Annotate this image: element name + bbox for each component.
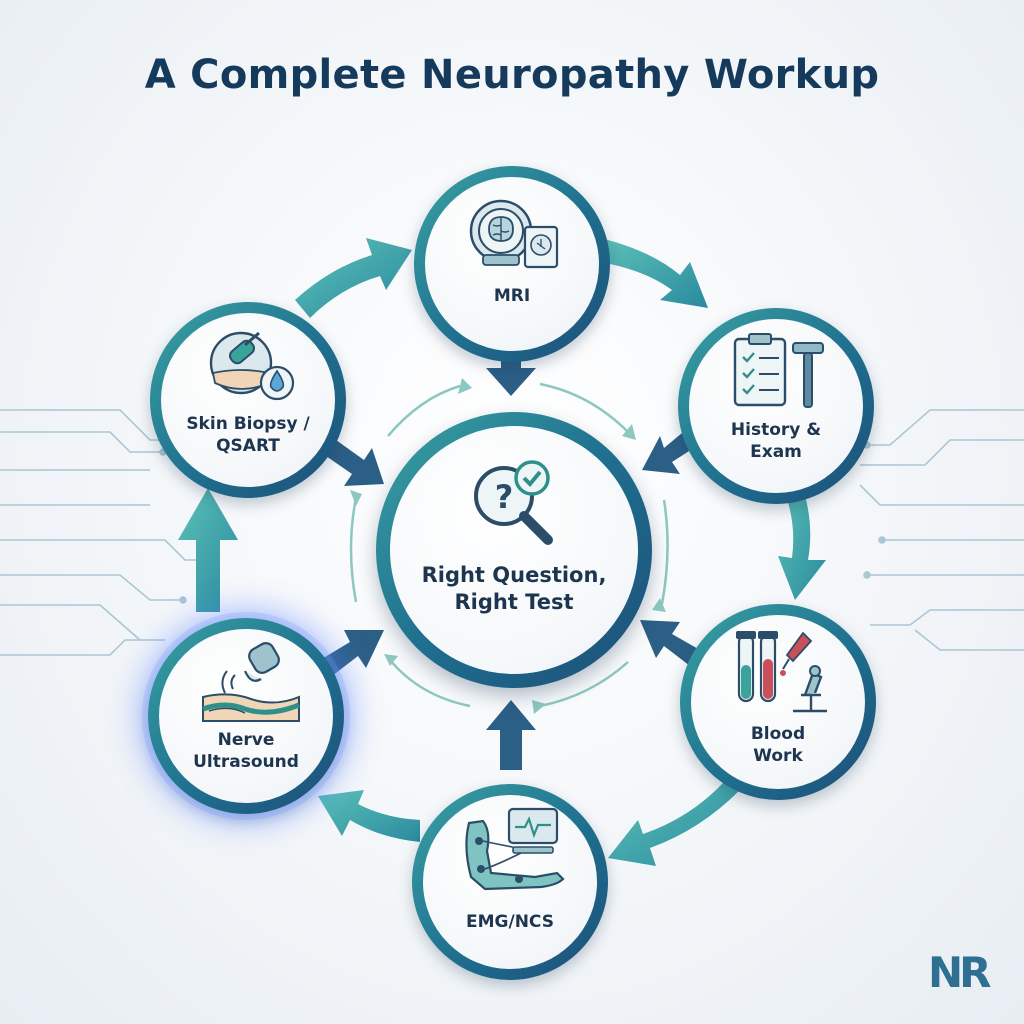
inward-arrows bbox=[320, 330, 700, 770]
arrow-mri-to-history bbox=[600, 238, 708, 308]
arrow-emg-to-center bbox=[486, 700, 536, 770]
svg-text:?: ? bbox=[495, 478, 514, 516]
inner-ring-heads bbox=[350, 378, 666, 714]
skin-biopsy-sweat-drop-icon bbox=[209, 331, 295, 401]
arrow-skin-to-center bbox=[326, 440, 384, 486]
cycle-arrows bbox=[178, 238, 826, 866]
node-skin-biopsy: Skin Biopsy / QSART bbox=[150, 302, 346, 498]
ultrasound-probe-nerve-icon bbox=[202, 642, 300, 722]
clipboard-reflex-hammer-icon bbox=[733, 333, 824, 408]
page-title: A Complete Neuropathy Workup bbox=[144, 52, 880, 98]
node-blood-work: Blood Work bbox=[680, 604, 876, 800]
test-tubes-microscope-icon bbox=[736, 631, 827, 713]
circuit-lines-right bbox=[859, 409, 1024, 651]
center-node: ? Right Question, Right Test bbox=[376, 412, 652, 688]
question-magnifier-check-icon: ? bbox=[474, 460, 553, 545]
arrow-emg-to-ultrasound bbox=[318, 790, 420, 842]
arrow-mri-to-center bbox=[486, 330, 536, 396]
arrow-skin-to-mri bbox=[295, 238, 412, 318]
brain-mri-scanner-icon bbox=[469, 199, 559, 269]
node-emg-ncs: EMG/NCS bbox=[412, 784, 608, 980]
node-emg-ncs-label: EMG/NCS bbox=[466, 912, 554, 932]
circuit-lines-left bbox=[0, 409, 207, 656]
center-label: Right Question, Right Test bbox=[421, 563, 607, 614]
node-history-exam: History & Exam bbox=[678, 308, 874, 504]
arm-electrodes-monitor-icon bbox=[465, 807, 565, 891]
node-blood-work-label: Blood Work bbox=[750, 724, 806, 766]
node-nerve-ultrasound-label: Nerve Ultrasound bbox=[193, 730, 299, 772]
node-skin-biopsy-label: Skin Biopsy / QSART bbox=[186, 414, 310, 456]
arrow-history-to-center bbox=[642, 428, 700, 474]
nr-logo: NR bbox=[928, 948, 991, 997]
node-mri-label: MRI bbox=[493, 286, 531, 306]
inner-ring bbox=[349, 382, 669, 708]
node-mri: MRI bbox=[414, 166, 610, 362]
node-nerve-ultrasound: Nerve Ultrasound bbox=[148, 618, 344, 814]
arrow-history-to-blood bbox=[778, 480, 826, 600]
arrow-ultrasound-to-skin bbox=[178, 488, 238, 612]
arrow-blood-to-center bbox=[640, 620, 700, 666]
arrow-ultrasound-to-center bbox=[320, 630, 384, 676]
node-history-exam-label: History & Exam bbox=[730, 420, 822, 462]
arrow-blood-to-emg bbox=[608, 782, 740, 866]
